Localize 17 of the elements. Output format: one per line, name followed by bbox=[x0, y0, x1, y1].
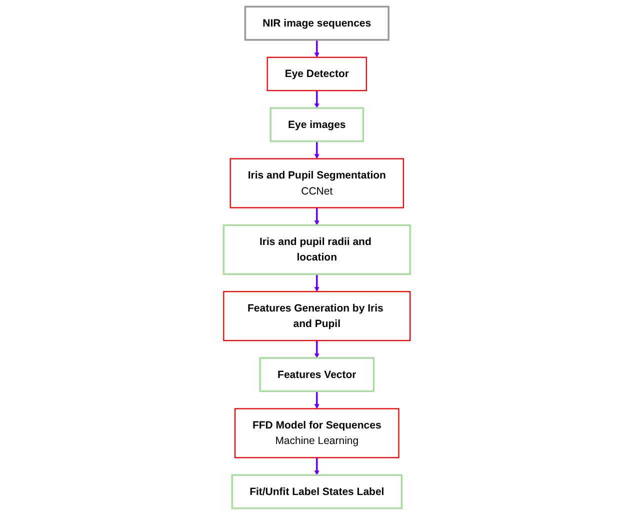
arrow bbox=[314, 90, 320, 108]
node-box: Iris and pupil radii and location bbox=[222, 224, 411, 275]
node-box: NIR image sequences bbox=[244, 6, 390, 41]
node-box: Features Generation by Iris and Pupil bbox=[222, 291, 410, 342]
node-box: Eye Detector bbox=[266, 56, 367, 92]
arrow bbox=[314, 208, 320, 226]
arrow bbox=[314, 458, 320, 476]
arrow bbox=[314, 141, 320, 159]
arrow bbox=[314, 274, 320, 292]
node-box: Eye images bbox=[269, 107, 364, 142]
arrow bbox=[314, 40, 320, 58]
node-box: Features Vector bbox=[258, 357, 374, 392]
node-box: FFD Model for Sequences Machine Learning bbox=[234, 408, 399, 458]
arrow bbox=[314, 391, 320, 409]
node-box: Fit/Unfit Label States Label bbox=[230, 474, 402, 510]
arrow bbox=[314, 340, 320, 358]
node-box: Iris and Pupil Segmentation CCNet bbox=[229, 158, 404, 208]
